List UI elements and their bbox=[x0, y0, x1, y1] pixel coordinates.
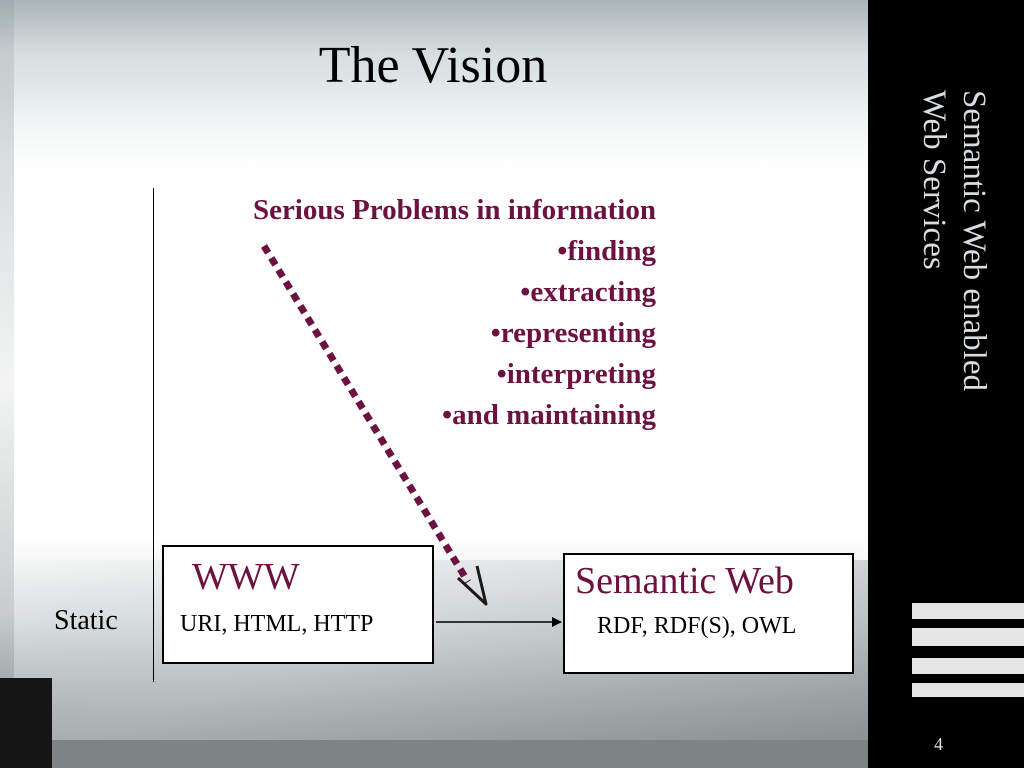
problem-item: •and maintaining bbox=[441, 399, 656, 431]
background-top-band bbox=[0, 0, 870, 120]
side-title-line-1: Semantic Web enabled bbox=[956, 90, 992, 391]
side-title-line-2: Web Services bbox=[916, 90, 952, 270]
dotted-arrow-head bbox=[456, 565, 488, 606]
problem-item: •finding bbox=[557, 235, 656, 267]
dotted-arrow-shaft bbox=[261, 244, 471, 584]
side-stripe bbox=[912, 683, 1024, 697]
problem-item: •extracting bbox=[520, 276, 656, 308]
background-bottom-band bbox=[0, 740, 870, 768]
www-tech-list: URI, HTML, HTTP bbox=[180, 611, 374, 637]
side-title: Semantic Web enabled Web Services bbox=[900, 90, 1010, 480]
static-label: Static bbox=[54, 605, 118, 636]
problems-heading: Serious Problems in information bbox=[252, 194, 656, 226]
side-stripe bbox=[912, 603, 1024, 619]
semantic-web-box: Semantic Web RDF, RDF(S), OWL bbox=[563, 553, 854, 674]
problem-item: •interpreting bbox=[496, 358, 656, 390]
side-stripe bbox=[912, 658, 1024, 674]
problem-item: •representing bbox=[490, 317, 656, 349]
www-title: WWW bbox=[192, 556, 300, 598]
www-box: WWW URI, HTML, HTTP bbox=[162, 545, 434, 664]
semantic-web-title: Semantic Web bbox=[575, 560, 794, 602]
semantic-web-tech-list: RDF, RDF(S), OWL bbox=[597, 613, 797, 639]
slide-title: The Vision bbox=[318, 37, 548, 94]
problem-list: •finding •extracting •representing •inte… bbox=[160, 231, 656, 436]
page-number: 4 bbox=[934, 734, 943, 754]
vertical-divider-line bbox=[153, 188, 154, 682]
problems-block: Serious Problems in information •finding… bbox=[160, 190, 656, 436]
diagram-connectors bbox=[261, 244, 562, 627]
side-stripe bbox=[912, 628, 1024, 646]
background-corner-block bbox=[0, 678, 52, 768]
